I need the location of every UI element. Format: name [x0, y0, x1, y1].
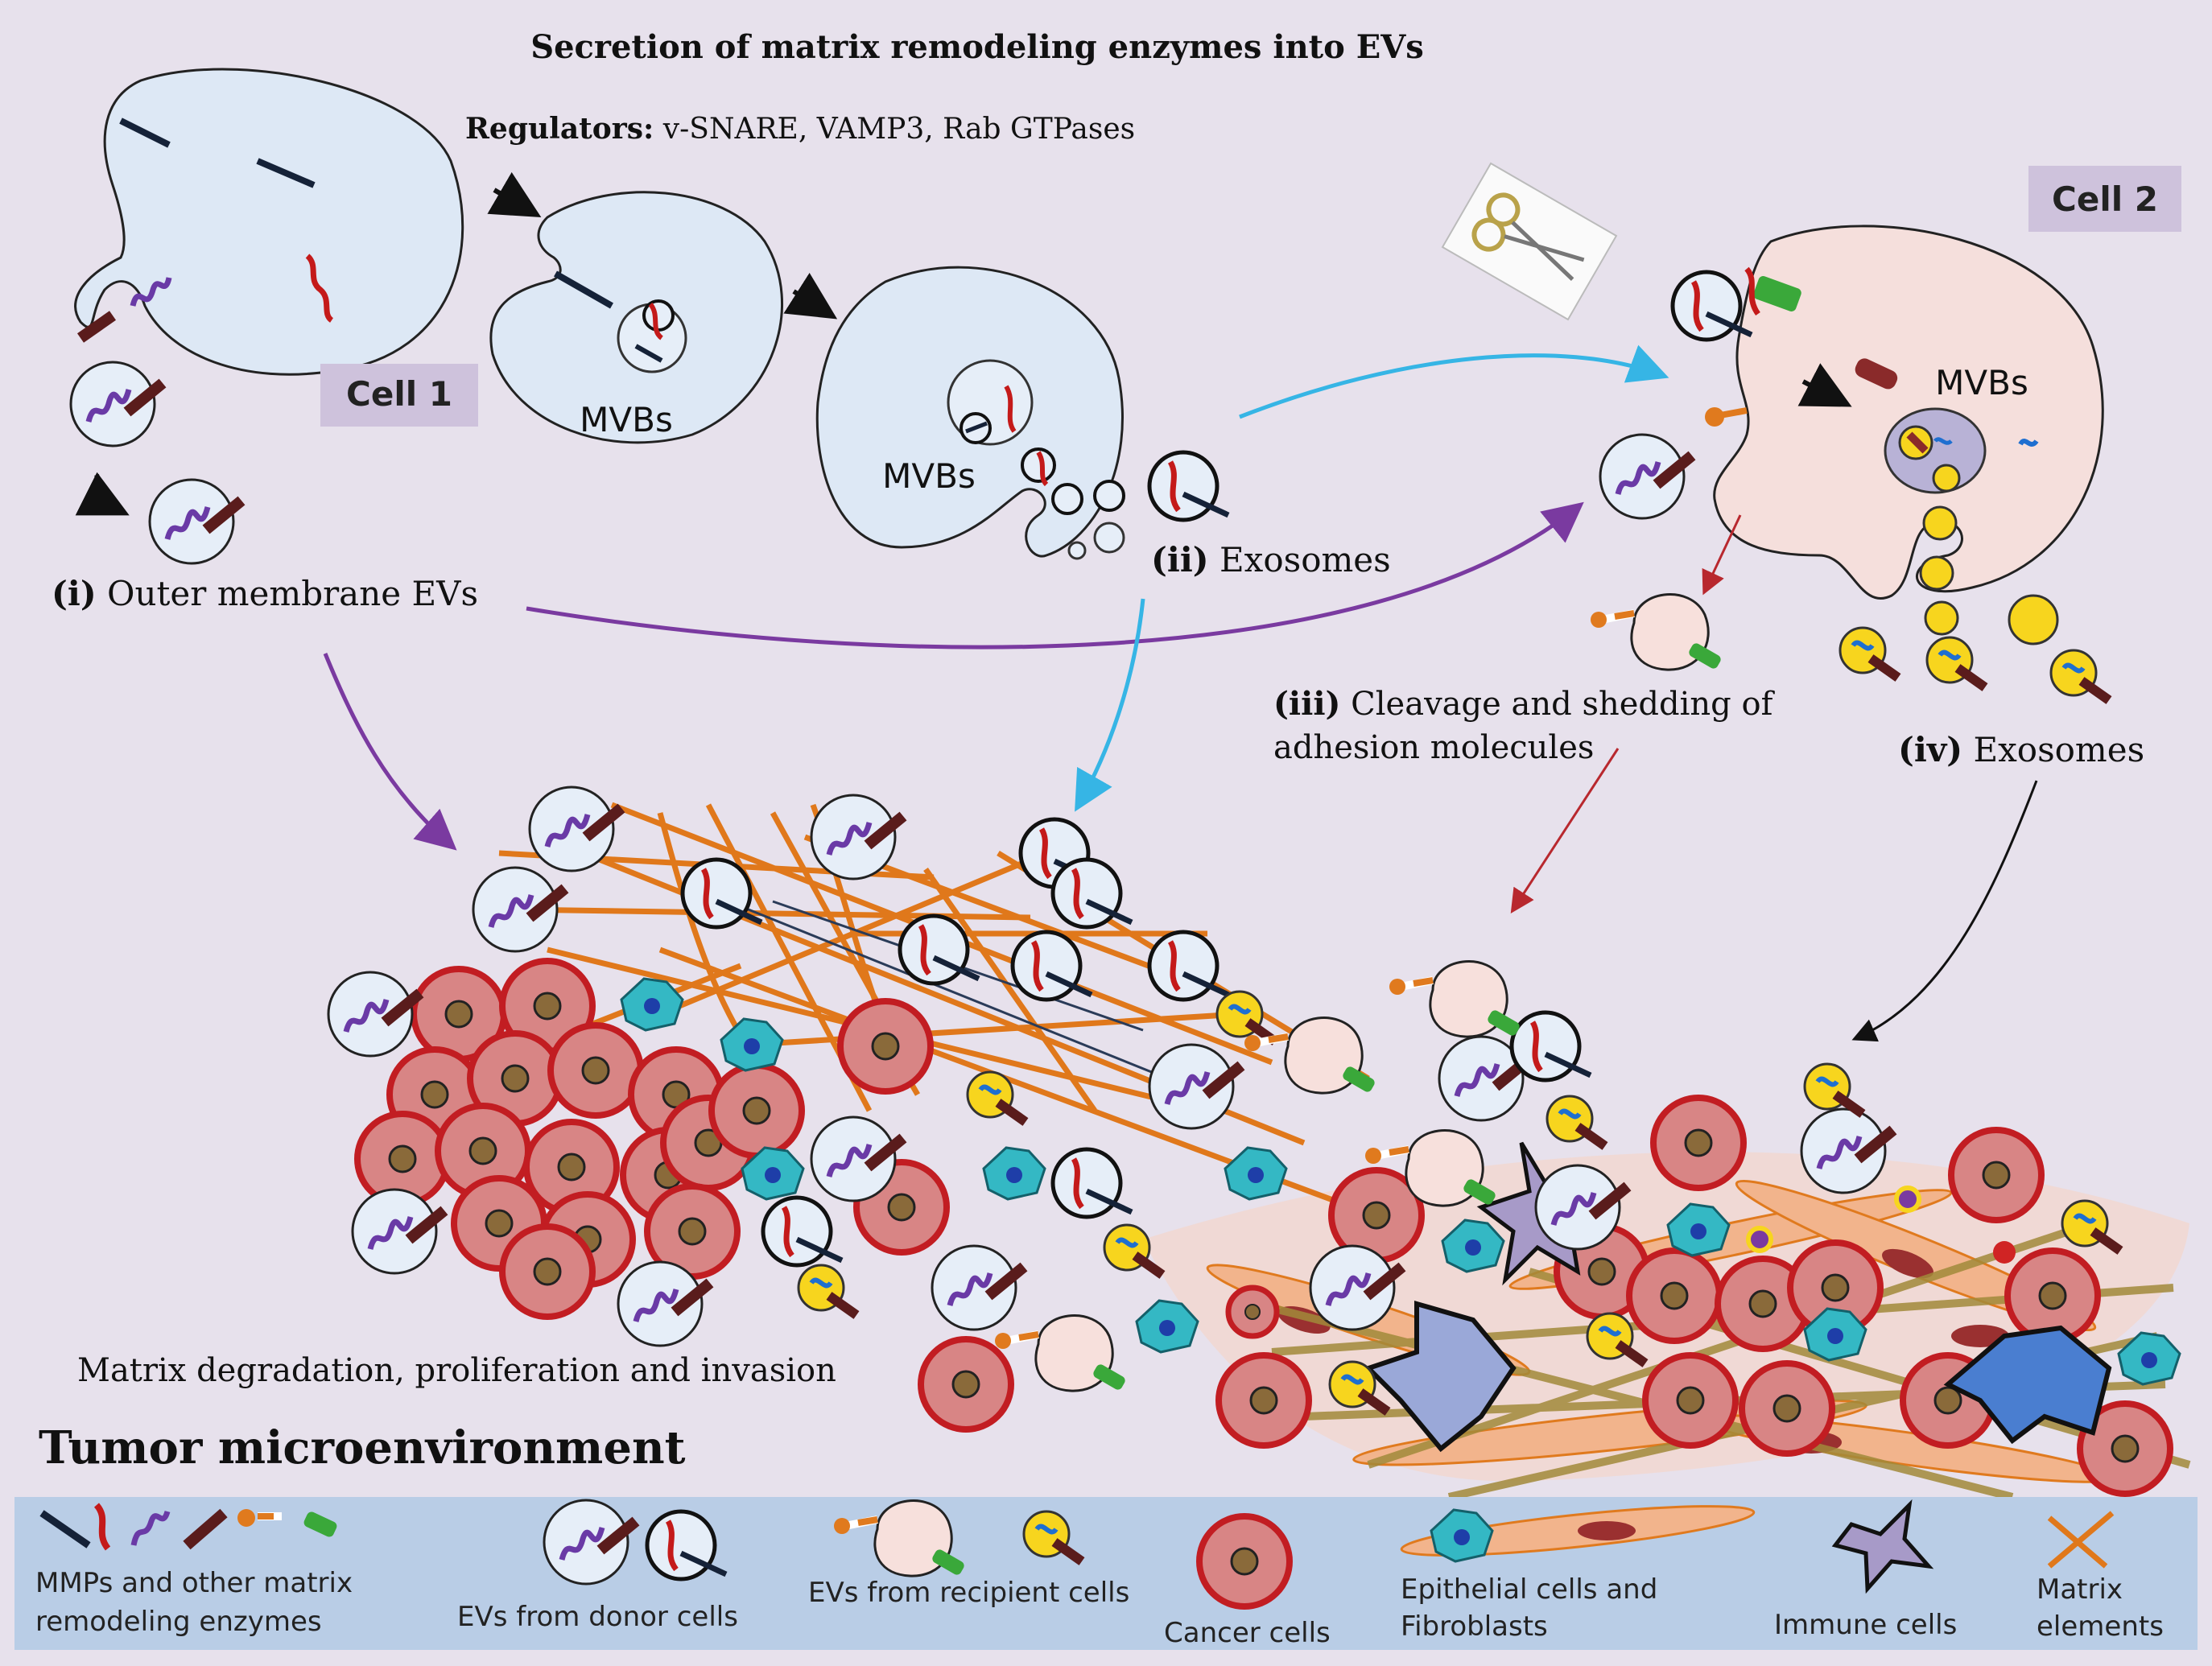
budding-arrow — [75, 472, 130, 516]
cell-1-label: Cell 1 — [346, 374, 452, 414]
red-arrow-to-tme — [1510, 748, 1620, 914]
matrix-degradation-text: Matrix degradation, proliferation and in… — [77, 1352, 836, 1389]
legend-epithelial-icon — [1400, 1505, 1756, 1563]
cell-1-label-box — [320, 364, 478, 427]
legend-matrix-label-1: Matrix — [2037, 1573, 2123, 1606]
legend-cancer-icon — [1199, 1516, 1290, 1606]
cell-2-label: Cell 2 — [2052, 179, 2158, 219]
legend-enzymes-label-2: remodeling enzymes — [35, 1606, 322, 1638]
legend-cancer-label: Cancer cells — [1164, 1617, 1331, 1649]
tumor-microenvironment — [328, 787, 2191, 1501]
black-arrow-to-tme — [1851, 780, 2038, 1042]
legend-immune-icon — [1831, 1499, 1934, 1594]
small-exosome — [1919, 555, 1954, 591]
legend-epithelial-label-2: Fibroblasts — [1401, 1610, 1548, 1643]
regulators-text: Regulators: v-SNARE, VAMP3, Rab GTPases — [465, 112, 1135, 146]
mvb-cell-early — [489, 191, 783, 444]
cell-2 — [1713, 225, 2104, 600]
small-exosome — [2008, 594, 2059, 645]
step-iv-label: (iv) Exosomes — [1898, 730, 2144, 769]
purple-arrow-to-cell2 — [526, 501, 1584, 649]
legend-enzymes-label-1: MMPs and other matrix — [35, 1567, 353, 1599]
pathway-arrow — [487, 171, 542, 218]
cell-2-label-box — [2028, 166, 2181, 232]
legend-matrix-icon — [2047, 1511, 2115, 1569]
step-iii-label-line1: (iii) Cleavage and shedding of — [1273, 685, 1776, 723]
step-i-label: (i) Outer membrane EVs — [52, 574, 478, 613]
blue-arrow-to-cell2 — [1239, 344, 1669, 419]
legend-band — [14, 1497, 2198, 1650]
mvb-cell-late — [815, 266, 1125, 560]
step-ii-label: (ii) Exosomes — [1151, 540, 1391, 579]
scissors-icon — [1441, 162, 1618, 321]
diagram-title: Secretion of matrix remodeling enzymes i… — [530, 28, 1424, 66]
red-arrow-cleavage — [1702, 514, 1742, 596]
legend: MMPs and other matrix remodeling enzymes… — [14, 1496, 2198, 1650]
step-iii-label-line2: adhesion molecules — [1273, 729, 1594, 766]
mvbs-label-2: MVBs — [882, 456, 976, 496]
mvbs-label-1: MVBs — [580, 400, 673, 439]
pathway-arrow — [1797, 363, 1852, 407]
adhesion-molecule — [1753, 276, 1801, 311]
legend-recipient-label: EVs from recipient cells — [808, 1577, 1129, 1609]
purple-arrow-to-tme — [323, 653, 457, 851]
legend-epithelial-label-1: Epithelial cells and — [1401, 1573, 1657, 1606]
legend-enzymes-icon — [39, 1503, 337, 1551]
blue-arrow-to-tme — [1075, 598, 1145, 812]
legend-immune-label: Immune cells — [1774, 1609, 1957, 1641]
legend-donor-label: EVs from donor cells — [457, 1601, 738, 1633]
pathway-arrow — [783, 272, 838, 320]
cancer-cells-right — [921, 1098, 2170, 1494]
tumor-microenvironment-title: Tumor microenvironment — [39, 1421, 686, 1474]
mvbs-label-3: MVBs — [1935, 363, 2028, 402]
legend-matrix-label-2: elements — [2037, 1610, 2164, 1643]
small-exosome — [1924, 600, 1959, 636]
cell-1 — [74, 68, 464, 376]
